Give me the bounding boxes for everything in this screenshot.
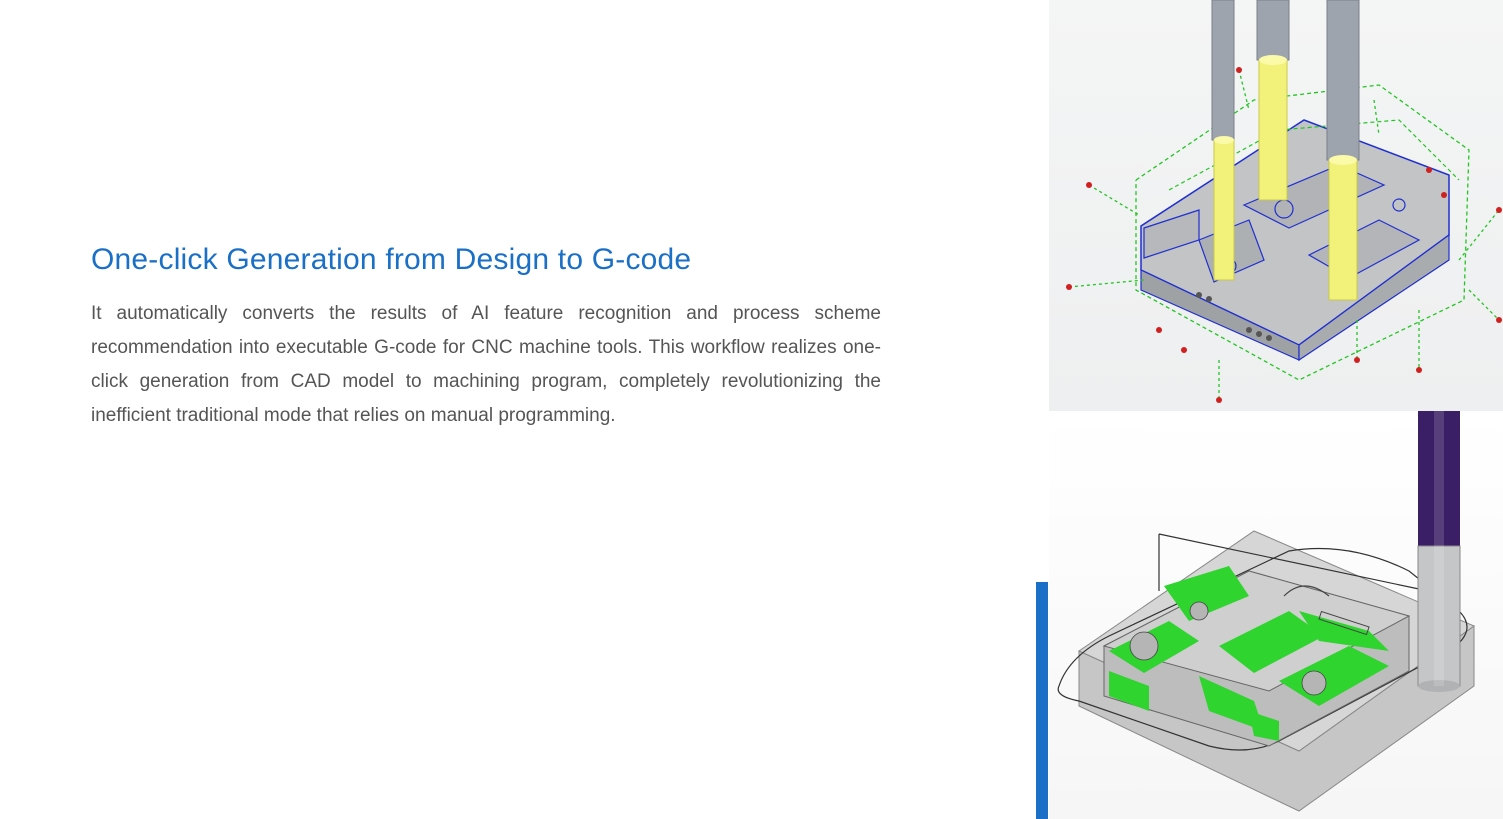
accent-bar [1036, 582, 1048, 819]
cad-feature-recognition-image [1049, 0, 1503, 411]
section-description: It automatically converts the results of… [91, 303, 881, 426]
toolpath-simulation-image [1049, 411, 1503, 819]
section-title: One-click Generation from Design to G-co… [91, 243, 692, 276]
